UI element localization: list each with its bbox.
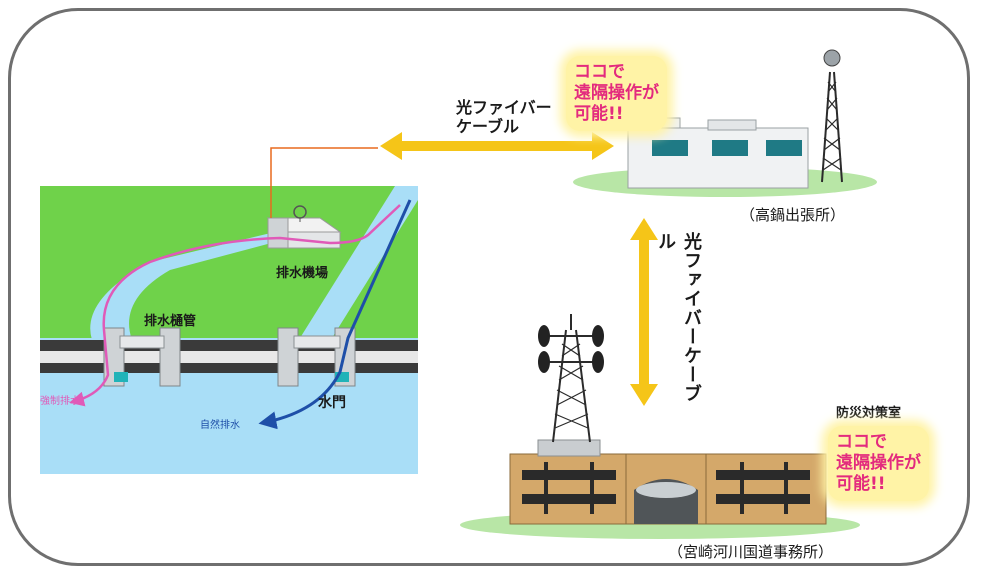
drain-pipe-label: 排水樋管 [144, 314, 197, 329]
dyke-bottom [40, 363, 418, 373]
diagram-frame [8, 8, 970, 566]
forced-drain-line [69, 204, 401, 407]
remote-op-callout-bottom: ココで 遠隔操作が 可能!! [828, 426, 929, 501]
dyke-mid [40, 351, 418, 363]
sluice-gate-label: 水門 [318, 395, 346, 411]
miyazaki-office-building [460, 439, 860, 539]
antenna-tower-bottom [538, 314, 604, 443]
remote-op-callout-top: ココで 遠隔操作が 可能!! [566, 56, 667, 131]
pump-station-building [266, 205, 342, 249]
fiber-cable-label-horizontal: 光ファイバー ケーブル [456, 98, 552, 136]
disaster-room-label: 防災対策室 [836, 406, 902, 421]
miyazaki-office-label: （宮崎河川国道事務所） [668, 543, 834, 561]
pump-station-label: 排水機場 [276, 266, 329, 281]
fiber-cable-arrow-horizontal [380, 132, 614, 160]
natural-drain-label: 自然排水 [200, 420, 240, 431]
river-branch [300, 186, 418, 338]
antenna-tower-top [821, 49, 843, 183]
river-scene [40, 186, 418, 474]
takanabe-office-label: （高鍋出張所） [740, 206, 846, 224]
drain-pipe-gate [103, 327, 181, 387]
forced-drain-label: 強制排水 [40, 396, 80, 407]
fiber-cable-arrow-vertical [630, 218, 658, 406]
natural-drain-line [258, 199, 412, 430]
signal-wire [270, 147, 378, 218]
fiber-cable-label-vertical: 光ファイバーケーブル [655, 232, 702, 403]
dyke-top [40, 340, 418, 351]
